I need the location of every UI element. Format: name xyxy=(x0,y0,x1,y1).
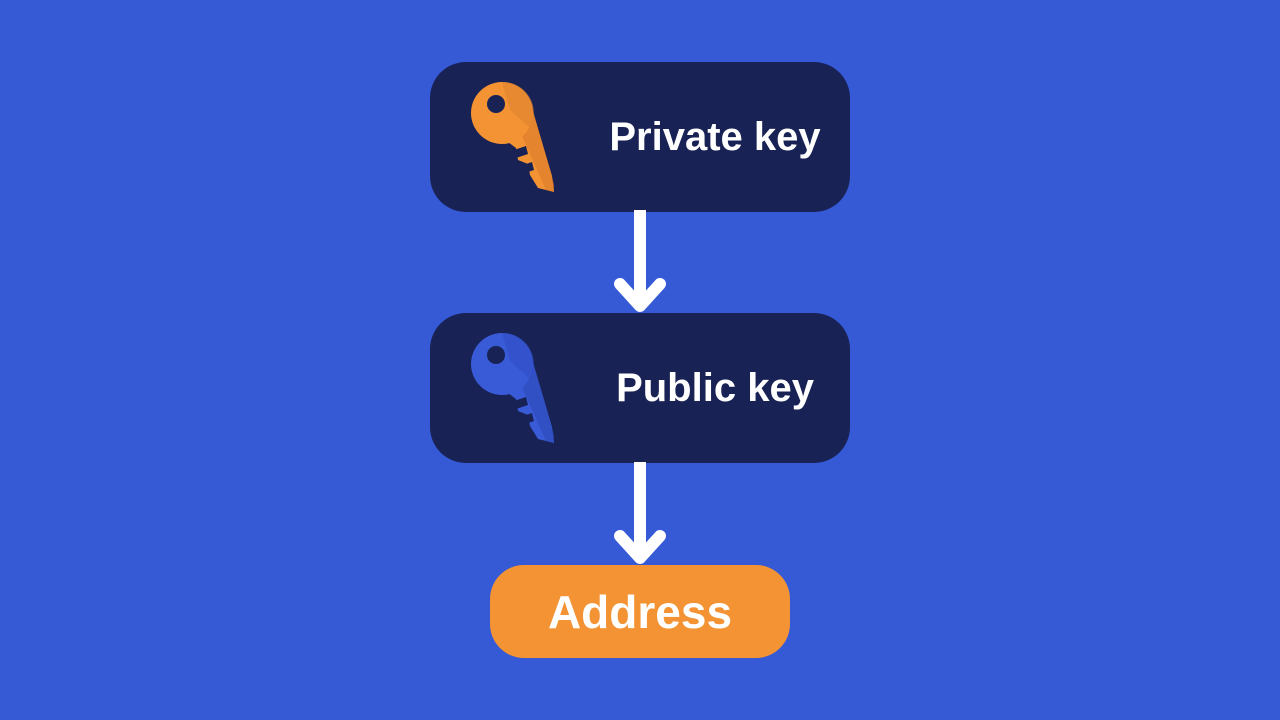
private-key-icon xyxy=(471,81,554,192)
down-arrow xyxy=(614,210,666,312)
public-key-icon xyxy=(471,332,554,443)
public-key-box: Public key xyxy=(430,313,850,463)
private-key-label: Private key xyxy=(609,114,821,159)
public-key-label: Public key xyxy=(616,365,814,410)
address-label: Address xyxy=(547,585,733,638)
private-key-box: Private key xyxy=(430,62,850,212)
address-box: Address xyxy=(490,565,790,658)
down-arrow xyxy=(614,462,666,564)
